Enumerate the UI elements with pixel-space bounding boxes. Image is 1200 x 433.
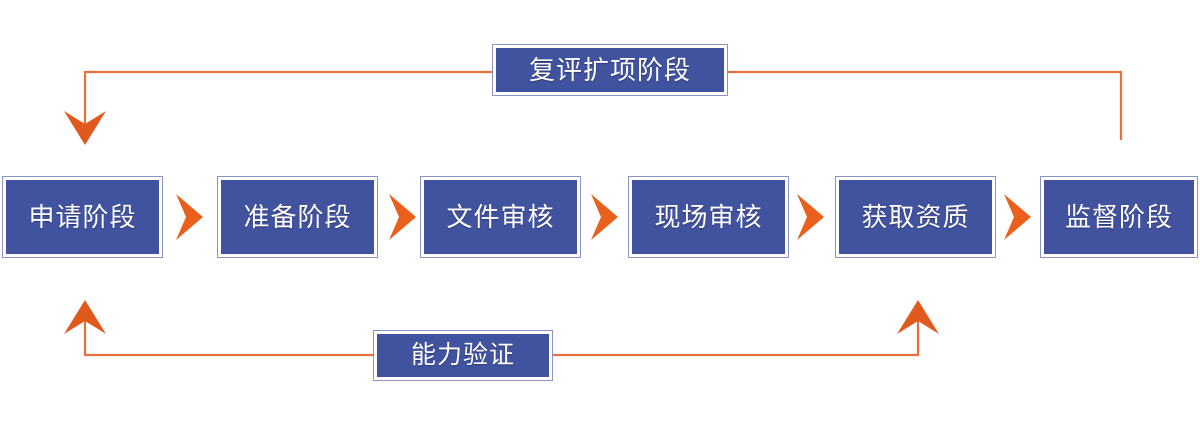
node-fill: 现场审核 bbox=[632, 180, 785, 254]
node-label: 复评扩项阶段 bbox=[528, 55, 691, 85]
node-label: 获取资质 bbox=[861, 202, 970, 232]
node-label: 能力验证 bbox=[410, 341, 515, 369]
node-obtain-qualification[interactable]: 获取资质 bbox=[835, 176, 996, 258]
node-fill: 申请阶段 bbox=[6, 180, 159, 254]
node-label: 申请阶段 bbox=[28, 202, 137, 232]
node-label: 监督阶段 bbox=[1064, 202, 1173, 232]
node-label: 文件审核 bbox=[446, 202, 555, 232]
node-fill: 获取资质 bbox=[839, 180, 992, 254]
node-competence-verification[interactable]: 能力验证 bbox=[373, 330, 553, 381]
arrow-up-icon-left bbox=[64, 300, 106, 334]
node-label: 准备阶段 bbox=[243, 202, 352, 232]
chevron-right-icon-4 bbox=[797, 194, 824, 240]
node-fill: 文件审核 bbox=[424, 180, 577, 254]
chevron-right-icon-3 bbox=[591, 194, 618, 240]
node-review-expansion-stage[interactable]: 复评扩项阶段 bbox=[492, 44, 728, 96]
chevron-right-icon-2 bbox=[389, 194, 416, 240]
node-fill: 复评扩项阶段 bbox=[496, 48, 724, 92]
chevron-right-icon-1 bbox=[176, 194, 203, 240]
node-document-review[interactable]: 文件审核 bbox=[420, 176, 581, 258]
node-fill: 准备阶段 bbox=[221, 180, 374, 254]
node-application-stage[interactable]: 申请阶段 bbox=[2, 176, 163, 258]
arrow-down-icon bbox=[64, 111, 106, 145]
node-fill: 能力验证 bbox=[377, 334, 549, 377]
arrow-up-icon-right bbox=[897, 300, 939, 334]
chevron-right-icon-5 bbox=[1004, 194, 1031, 240]
node-onsite-audit[interactable]: 现场审核 bbox=[628, 176, 789, 258]
node-label: 现场审核 bbox=[654, 202, 763, 232]
node-preparation-stage[interactable]: 准备阶段 bbox=[217, 176, 378, 258]
node-fill: 监督阶段 bbox=[1044, 180, 1194, 254]
node-supervision-stage[interactable]: 监督阶段 bbox=[1040, 176, 1198, 258]
